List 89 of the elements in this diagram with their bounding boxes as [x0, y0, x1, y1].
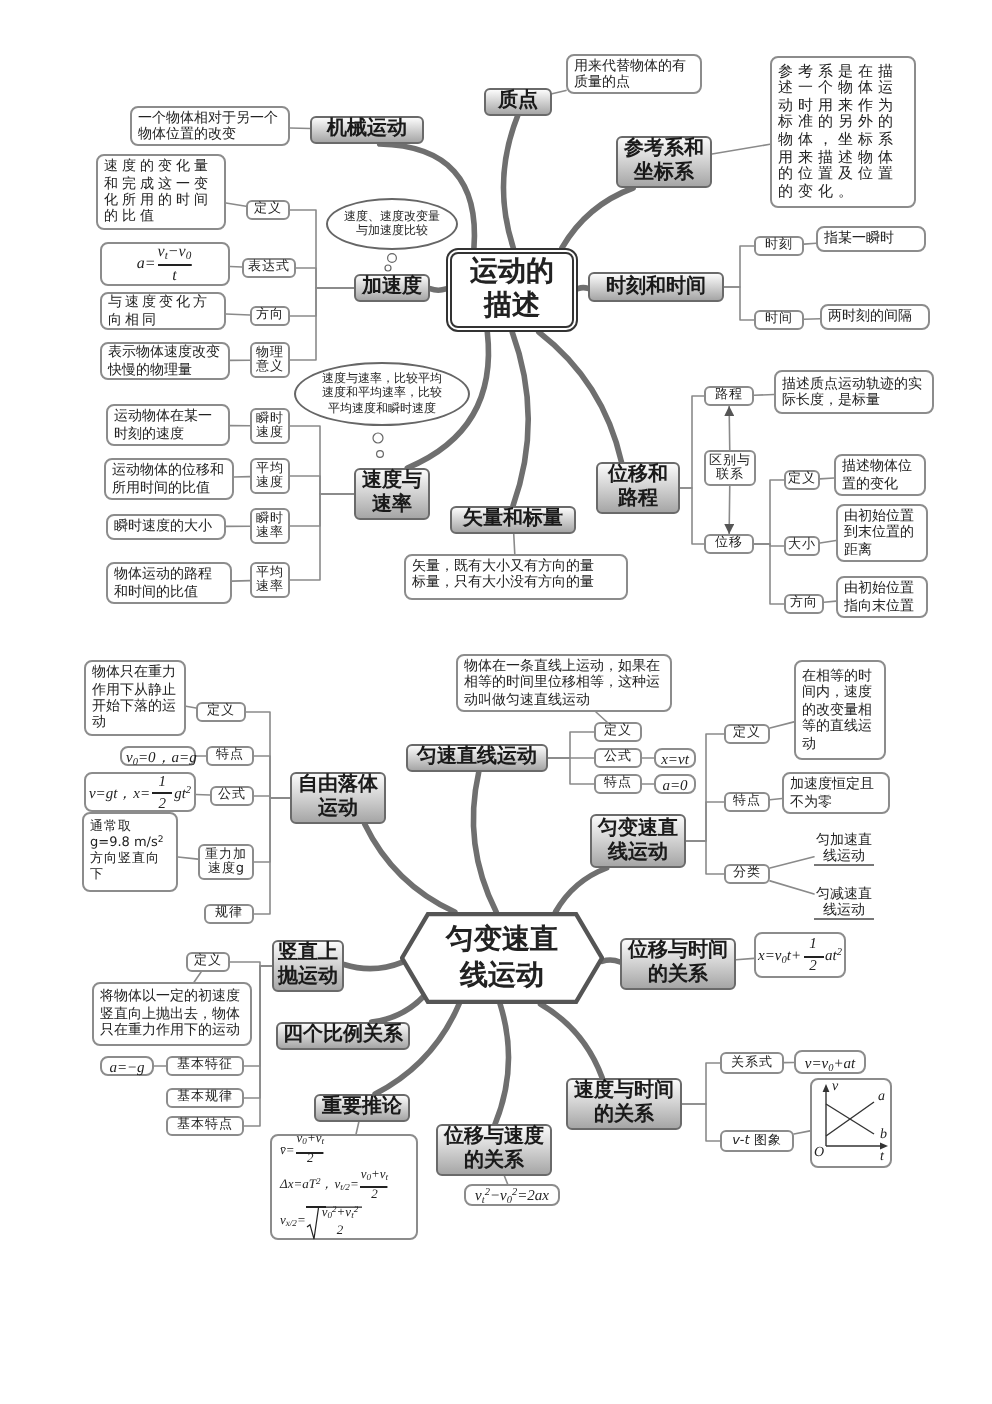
branch-line	[368, 993, 427, 1025]
connector-line	[793, 1130, 811, 1135]
branch-line	[361, 821, 458, 915]
note-box	[404, 554, 628, 600]
branch-box: 速度与时间的关系	[566, 1078, 682, 1130]
branch-line	[500, 113, 521, 251]
connector-line	[355, 1121, 360, 1135]
connector-line	[753, 543, 785, 605]
branch-box: 矢量和标量	[450, 506, 576, 534]
connector-line	[823, 600, 837, 603]
branch-line	[372, 1001, 462, 1097]
connector-line	[679, 487, 705, 545]
connector-line	[195, 793, 211, 796]
formula-box	[270, 1134, 418, 1240]
branch-box: 重要推论	[314, 1094, 410, 1122]
connector-line	[229, 359, 251, 362]
branch-line	[537, 1001, 606, 1081]
branch-line	[404, 329, 492, 471]
branch-line	[376, 141, 478, 251]
formula-text: v$_{t}$−v$_{0}$	[157, 244, 192, 264]
connector-line	[289, 127, 311, 130]
connector-line	[225, 313, 251, 316]
branch-box: 竖直上抛运动	[272, 940, 344, 992]
branch-box: 速度与速率	[354, 468, 430, 520]
connector-line	[685, 840, 725, 875]
branch-box: 参考系和坐标系	[616, 136, 712, 188]
branch-box: 四个比例关系	[276, 1022, 410, 1050]
branch-box: 位移和路程	[596, 462, 680, 514]
branch-line	[470, 769, 500, 915]
branch-line	[427, 285, 449, 293]
connector-line	[803, 317, 821, 321]
connector-line	[641, 783, 655, 785]
connector-line	[819, 477, 835, 480]
arrow	[724, 485, 735, 535]
connector-line	[735, 957, 755, 961]
branch-line	[341, 959, 406, 972]
connector-line	[547, 757, 595, 785]
connector-line	[769, 721, 795, 729]
connector-line	[595, 711, 608, 723]
connector-line	[723, 286, 755, 321]
connector-line	[243, 965, 273, 1127]
connector-line	[229, 265, 243, 268]
branch-line	[492, 1001, 512, 1127]
connector-line	[711, 143, 771, 155]
branch-box: 位移与速度的关系	[436, 1124, 552, 1176]
connector-line	[803, 242, 817, 245]
branch-box: 机械运动	[310, 116, 424, 144]
branch-box: 位移与时间的关系	[620, 938, 736, 990]
branch-line	[559, 185, 636, 251]
connector-line	[769, 797, 783, 801]
branch-line	[575, 284, 591, 292]
formula-text: a=	[136, 254, 156, 274]
connector-line	[289, 287, 355, 361]
branch-box: 匀速直线运动	[406, 744, 548, 772]
connector-line	[769, 855, 815, 869]
connector-line	[769, 880, 815, 895]
branch-box: 加速度	[354, 274, 430, 302]
connector-line	[225, 525, 251, 528]
connector-line	[641, 757, 655, 759]
branch-box: 质点	[484, 88, 552, 116]
branch-line	[599, 957, 623, 965]
connector-line	[753, 393, 775, 396]
connector-line	[185, 705, 197, 709]
branch-box: 自由落体运动	[290, 772, 386, 824]
connector-line	[551, 89, 567, 95]
connector-line	[231, 579, 251, 582]
branch-line	[552, 865, 610, 915]
connector-line	[177, 856, 199, 860]
formula-box	[754, 932, 846, 978]
arrow	[724, 405, 735, 451]
formula-box	[100, 242, 230, 286]
connector-line	[193, 971, 202, 983]
branch-box: 匀变速直线运动	[590, 814, 686, 868]
formula-text: t	[172, 266, 177, 284]
connector-line	[512, 533, 516, 555]
branch-line	[509, 329, 531, 509]
connector-line	[153, 1065, 167, 1067]
topic-hexagon: 匀变速直线运动	[400, 912, 604, 1004]
formula-box	[84, 772, 196, 812]
branch-line	[535, 329, 625, 465]
connector-line	[233, 475, 251, 478]
connector-line	[681, 1103, 721, 1142]
connector-line	[229, 424, 251, 427]
connector-line	[225, 202, 247, 208]
topic-box: 运动的描述	[446, 248, 578, 332]
connector-line	[195, 755, 207, 757]
connector-line	[819, 539, 837, 544]
connector-line	[289, 493, 355, 581]
branch-box: 时刻和时间	[588, 272, 724, 302]
